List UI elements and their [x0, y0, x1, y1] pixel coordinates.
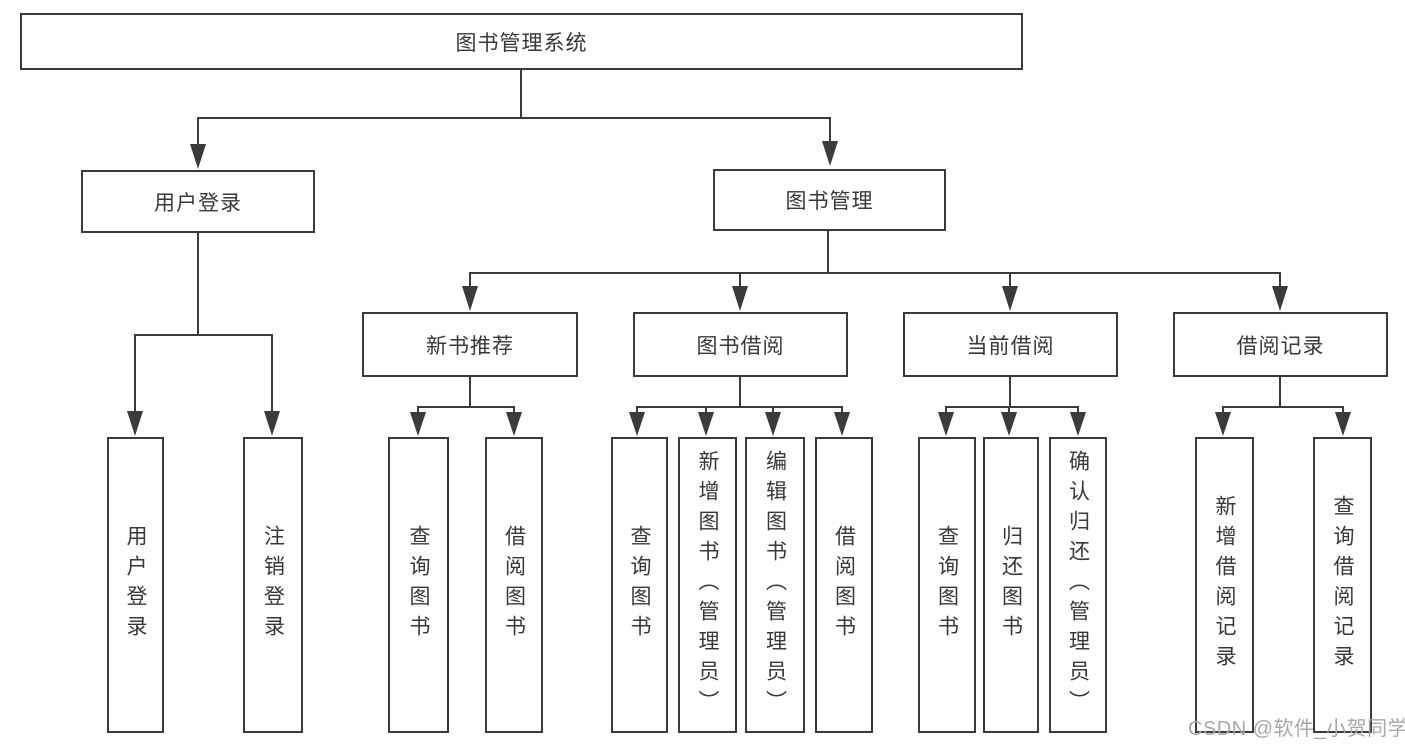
csdn-watermark: CSDN @软件_小贺同学	[1188, 718, 1405, 740]
connector-root-to-level2	[190, 70, 838, 169]
node-borrowing-records-label: 借阅记录	[1236, 334, 1325, 358]
leaf-records-query-record: 查询借阅记录	[1313, 437, 1372, 733]
connector-borrow-children	[629, 377, 850, 436]
node-user-login: 用户登录	[81, 170, 315, 233]
node-current-borrowing: 当前借阅	[903, 312, 1118, 377]
leaf-records-add-record-label: 新增借阅记录	[1213, 495, 1236, 675]
leaf-borrow-edit-books-admin-label: 编辑图书（管理员）	[763, 450, 787, 720]
leaf-borrow-borrow-books: 借阅图书	[815, 437, 873, 733]
node-book-management: 图书管理	[713, 169, 946, 231]
node-root-system: 图书管理系统	[20, 13, 1023, 70]
connector-user-login-children	[127, 233, 280, 436]
leaf-current-confirm-return-admin-label: 确认归还（管理员）	[1066, 450, 1090, 720]
connector-current-children	[938, 377, 1086, 436]
leaf-borrow-add-books-admin: 新增图书（管理员）	[678, 437, 737, 733]
leaf-borrow-edit-books-admin: 编辑图书（管理员）	[745, 437, 805, 733]
leaf-newbook-query-books: 查询图书	[388, 437, 449, 733]
leaf-newbook-borrow-books: 借阅图书	[485, 437, 543, 733]
leaf-user-login-label: 用户登录	[124, 525, 147, 645]
leaf-borrow-query-books: 查询图书	[611, 437, 668, 733]
leaf-borrow-query-books-label: 查询图书	[628, 525, 651, 645]
node-book-borrowing: 图书借阅	[633, 312, 848, 377]
leaf-user-login: 用户登录	[107, 437, 164, 733]
leaf-current-confirm-return-admin: 确认归还（管理员）	[1049, 437, 1107, 733]
node-book-management-label: 图书管理	[785, 190, 874, 213]
node-current-borrowing-label: 当前借阅	[966, 334, 1055, 358]
leaf-newbook-query-books-label: 查询图书	[407, 525, 430, 645]
node-borrowing-records: 借阅记录	[1173, 312, 1388, 377]
leaf-current-return-books: 归还图书	[983, 437, 1039, 733]
connector-book-mgmt-children	[462, 231, 1288, 311]
leaf-borrow-borrow-books-label: 借阅图书	[832, 525, 856, 645]
node-user-login-label: 用户登录	[154, 191, 242, 215]
leaf-logout-label: 注销登录	[261, 525, 285, 645]
leaf-current-query-books-label: 查询图书	[935, 525, 959, 645]
leaf-current-return-books-label: 归还图书	[999, 525, 1023, 645]
leaf-records-add-record: 新增借阅记录	[1195, 437, 1254, 733]
connector-new-book-children	[410, 377, 522, 436]
node-new-book-recommend-label: 新书推荐	[426, 334, 514, 358]
leaf-borrow-add-books-admin-label: 新增图书（管理员）	[696, 450, 719, 720]
node-book-borrowing-label: 图书借阅	[696, 334, 785, 358]
node-new-book-recommend: 新书推荐	[362, 312, 578, 377]
leaf-newbook-borrow-books-label: 借阅图书	[502, 525, 526, 645]
leaf-current-query-books: 查询图书	[918, 437, 976, 733]
connector-records-children	[1215, 377, 1351, 436]
node-root-label: 图书管理系统	[455, 31, 588, 55]
leaf-logout: 注销登录	[243, 437, 303, 733]
leaf-records-query-record-label: 查询借阅记录	[1331, 495, 1354, 675]
